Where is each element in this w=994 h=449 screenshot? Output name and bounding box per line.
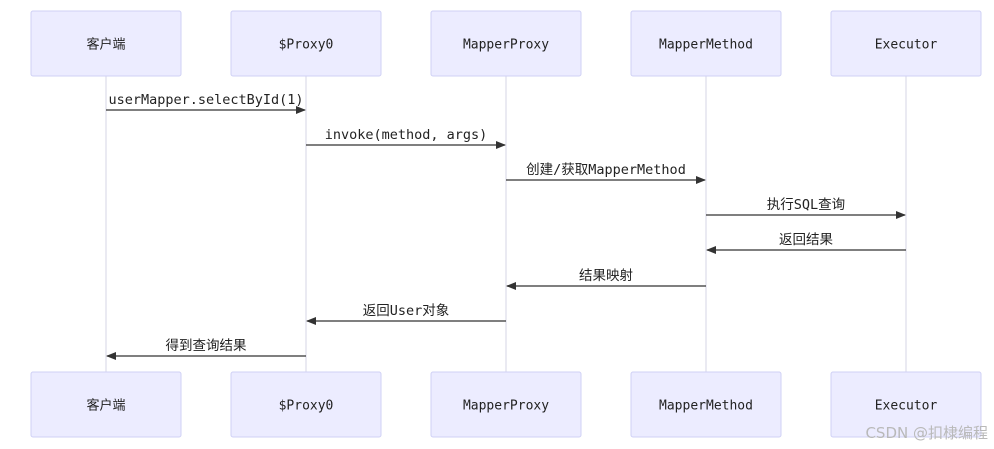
participant-label: Executor [875,38,938,53]
message-label: 返回User对象 [363,303,450,319]
participant-bottom: Executor [830,371,982,438]
message: 返回User对象 [306,303,506,325]
participant-box [430,371,582,438]
participant-bottom: 客户端 [30,371,182,438]
message-label: 得到查询结果 [166,337,247,354]
message-label: invoke(method, args) [325,127,488,143]
message: 得到查询结果 [106,337,306,360]
message-label: 创建/获取MapperMethod [526,162,686,178]
participant-box [230,10,382,77]
participant-box [830,371,982,438]
participant-bottom: MapperMethod [630,371,782,438]
watermark: CSDN @扣棣编程 [865,424,988,442]
message: 结果映射 [506,268,706,290]
message: 执行SQL查询 [706,197,906,219]
participant-top: Executor [830,10,982,77]
participant-box [830,10,982,77]
message: 创建/获取MapperMethod [506,162,706,184]
message: 返回结果 [706,232,906,254]
participant-label: $Proxy0 [279,399,334,414]
participant-label: $Proxy0 [279,38,334,53]
participant-label: MapperProxy [463,38,549,53]
participant-box [630,10,782,77]
participant-top: MapperProxy [430,10,582,77]
participant-label: MapperMethod [659,399,753,414]
participant-label: 客户端 [86,398,125,414]
message-label: userMapper.selectById(1) [108,92,303,108]
message-label: 返回结果 [779,232,833,248]
message: invoke(method, args) [306,127,506,149]
participant-top: 客户端 [30,10,182,77]
message-label: 执行SQL查询 [767,197,845,213]
participant-top: MapperMethod [630,10,782,77]
participant-box [30,10,182,77]
message: userMapper.selectById(1) [106,92,306,114]
participant-box [430,10,582,77]
participant-box [230,371,382,438]
participant-box [30,371,182,438]
participant-label: MapperProxy [463,399,549,414]
participant-label: 客户端 [86,37,125,53]
message-label: 结果映射 [579,268,633,284]
participant-label: MapperMethod [659,38,753,53]
participant-top: $Proxy0 [230,10,382,77]
participant-bottom: $Proxy0 [230,371,382,438]
participant-label: Executor [875,399,938,414]
participant-box [630,371,782,438]
participant-bottom: MapperProxy [430,371,582,438]
